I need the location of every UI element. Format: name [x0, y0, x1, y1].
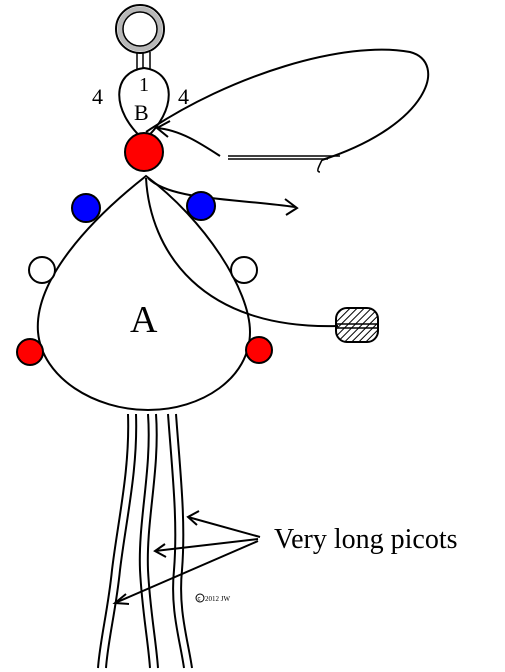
red-bead-right [245, 336, 273, 364]
thread-return [156, 127, 221, 157]
copyright-icon: c [195, 593, 205, 603]
long-picot-left [97, 413, 138, 669]
ring-b [118, 66, 170, 142]
copyright-text: 2012 JW [205, 595, 230, 603]
ring-a [36, 174, 252, 412]
blue-bead-left [71, 193, 101, 223]
white-bead-left [28, 256, 56, 284]
picot-note: Very long picots [274, 524, 458, 555]
arrow-head [155, 120, 171, 138]
thread-loop [145, 48, 430, 161]
thread-pair [228, 155, 340, 160]
long-picot-middle [138, 413, 159, 669]
blue-bead-right [186, 191, 216, 221]
ring-b-label: B [134, 100, 149, 125]
ring-a-label: A [130, 299, 158, 341]
red-bead-left [16, 338, 44, 366]
svg-text:c: c [198, 597, 201, 603]
red-bead-top [124, 132, 164, 172]
ring-b-top-count: 1 [139, 74, 149, 96]
long-picot-right [167, 413, 193, 669]
shuttle-icon [335, 307, 379, 343]
ring-b-left-count: 4 [92, 84, 103, 109]
picot-pointer-arrows [112, 510, 261, 605]
ring-b-right-count: 4 [178, 84, 189, 109]
white-bead-right [230, 256, 258, 284]
arrow-head [284, 198, 299, 216]
ring-icon [115, 4, 165, 54]
thread-to-shuttle [145, 177, 339, 328]
thread-loop-tail [317, 159, 323, 173]
